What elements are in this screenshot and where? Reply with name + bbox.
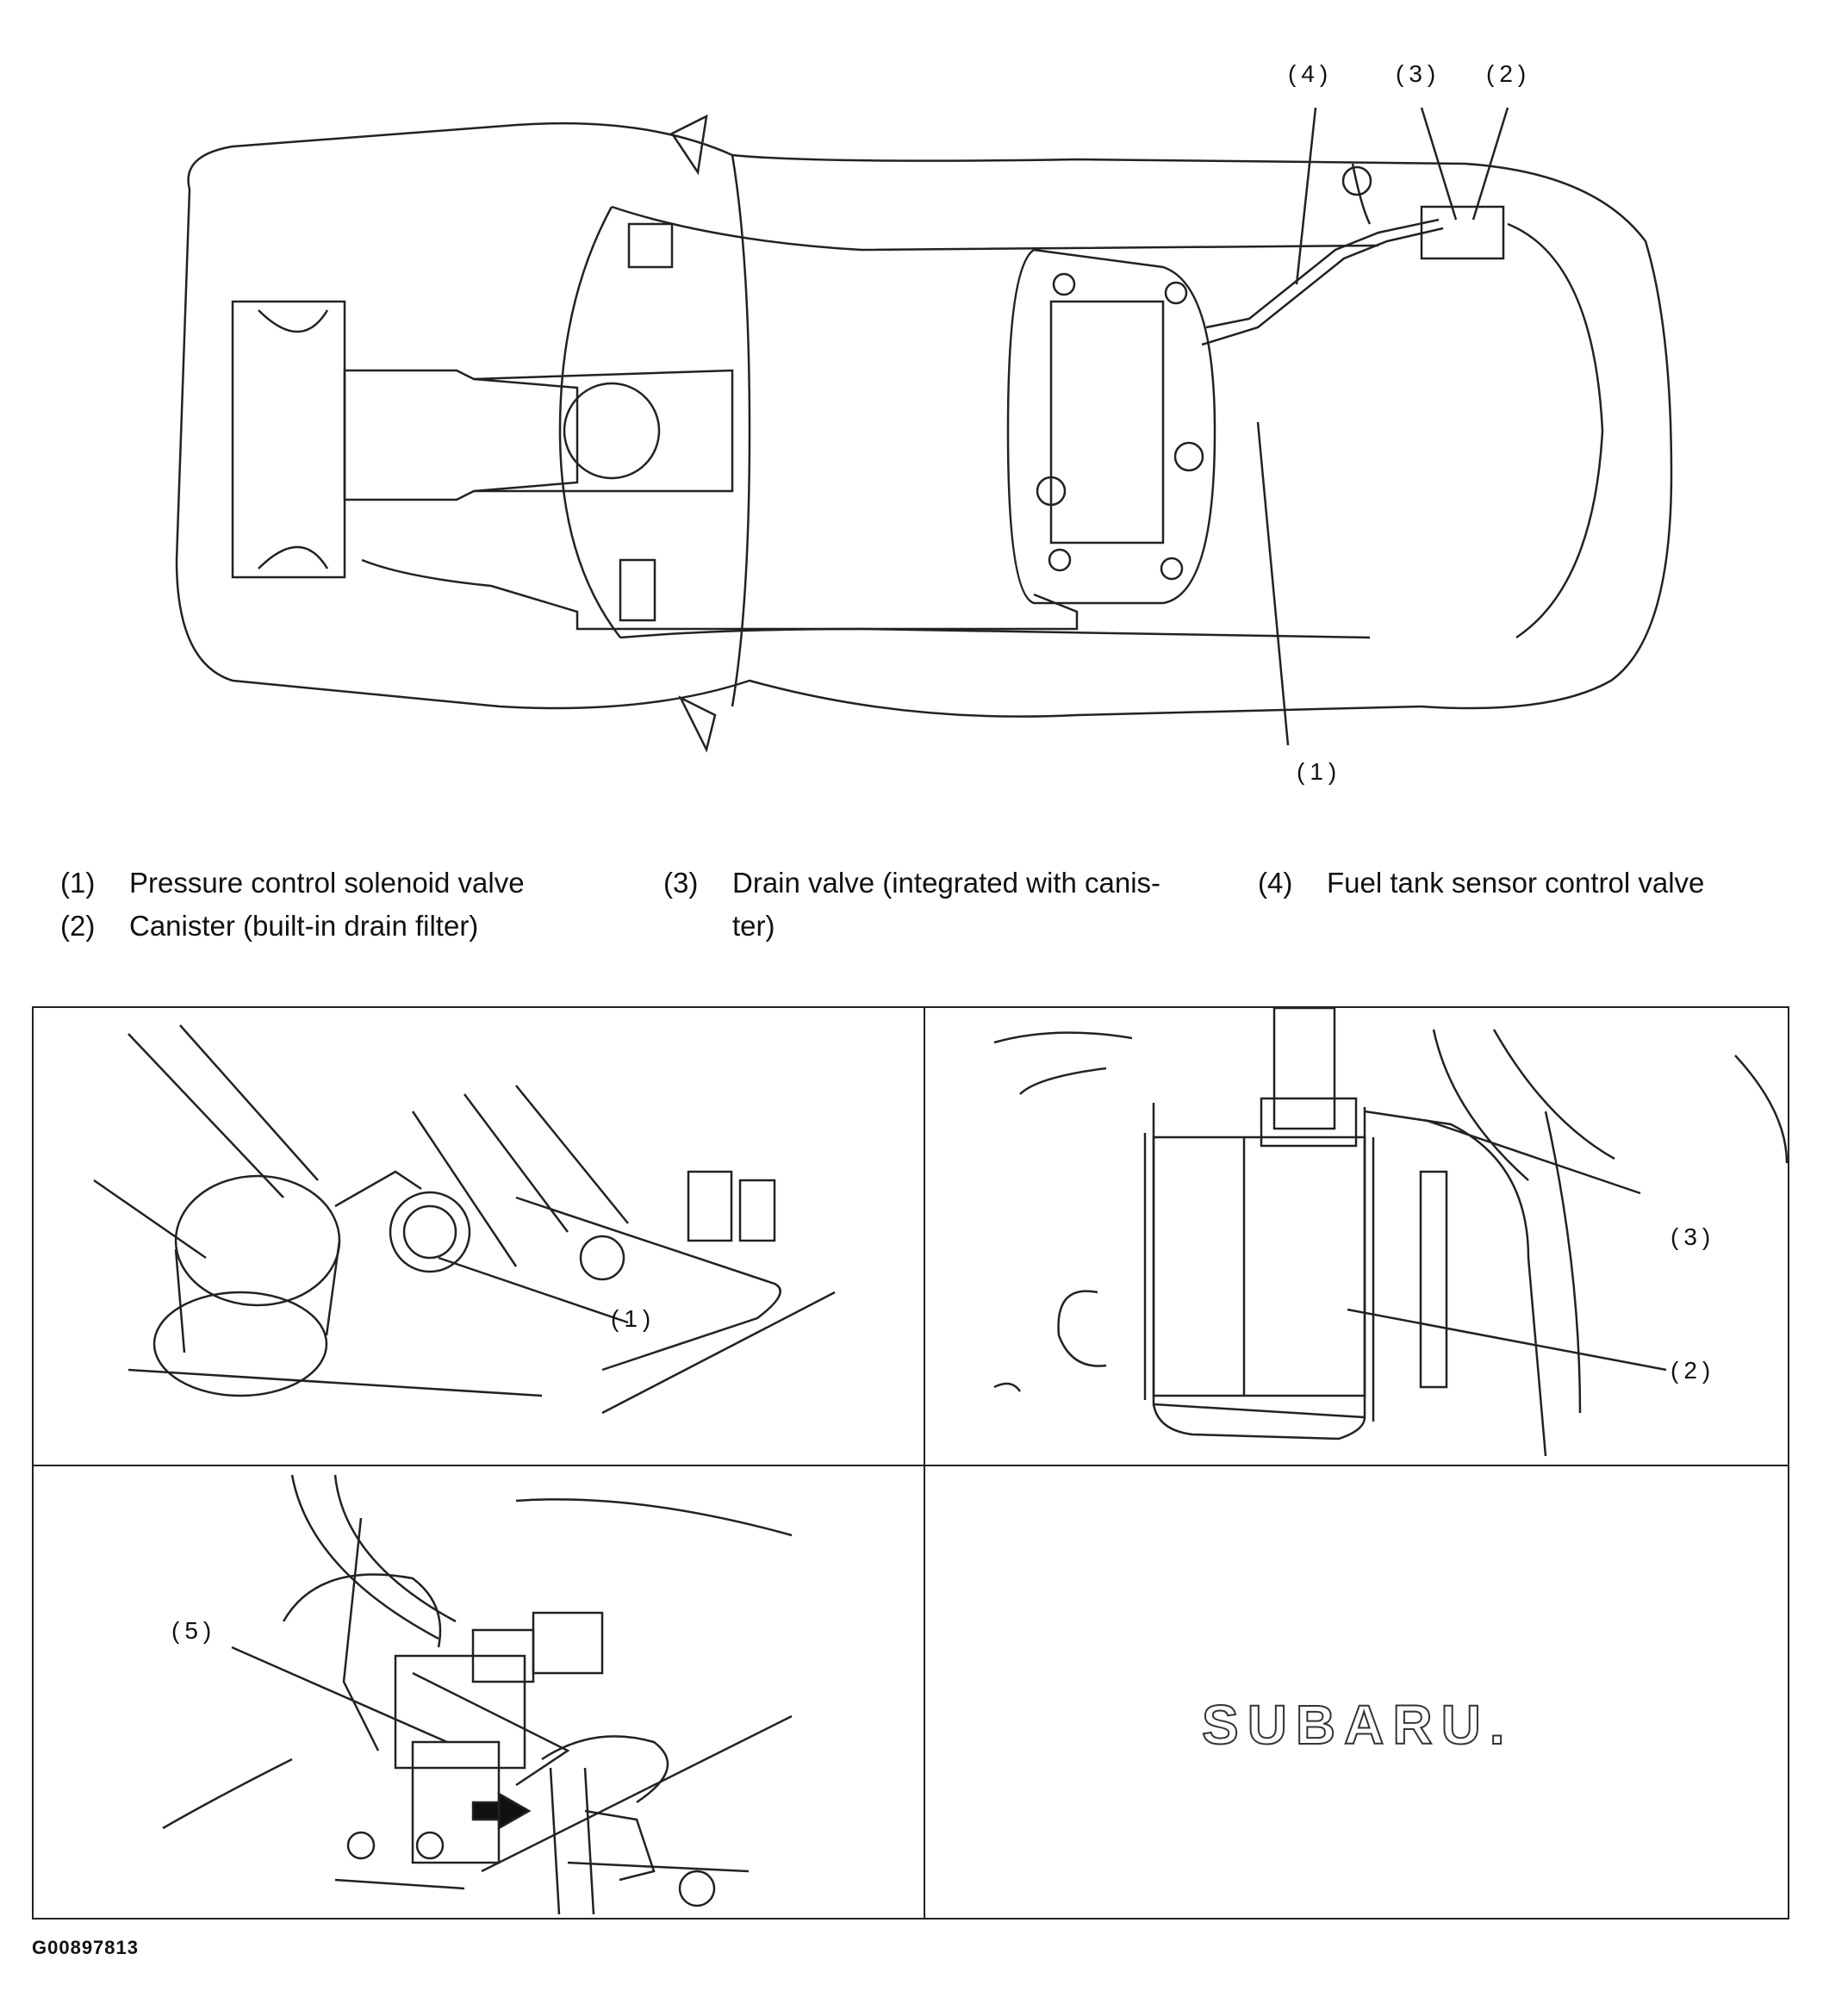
panel-fuel-tank-valve: (5) xyxy=(34,1466,924,1920)
legend: (1) Pressure control solenoid valve (2) … xyxy=(60,862,1783,956)
detail-grid: (1) (3) xyxy=(32,1006,1789,1920)
grid-divider-horizontal xyxy=(34,1465,1788,1466)
panel-solenoid-valve: (1) xyxy=(34,1008,924,1465)
legend-number: (3) xyxy=(663,867,699,899)
grid-divider-vertical xyxy=(924,1008,925,1918)
legend-text: Fuel tank sensor control valve xyxy=(1327,867,1705,899)
fuel-tank-valve-drawing xyxy=(162,1474,793,1915)
canister-drawing xyxy=(993,1008,1789,1457)
callout-4: (4) xyxy=(1288,60,1334,87)
callout-2: (2) xyxy=(1486,60,1532,87)
vehicle-overview-diagram: (4) (3) (2) (1) xyxy=(129,43,1766,818)
panel-canister: (3) (2) xyxy=(925,1008,1789,1465)
legend-text: Drain valve (integrated with canis- xyxy=(732,867,1161,899)
subaru-logo: SUBARU. xyxy=(1201,1693,1514,1757)
callout-1: (1) xyxy=(1297,758,1342,785)
legend-text: Pressure control solenoid valve xyxy=(129,867,525,899)
legend-number: (1) xyxy=(60,867,96,899)
panel-label-5: (5) xyxy=(171,1617,217,1644)
callout-3: (3) xyxy=(1396,60,1441,87)
solenoid-valve-drawing xyxy=(93,1024,836,1415)
legend-text: ter) xyxy=(732,910,775,942)
panel-label-2: (2) xyxy=(1671,1357,1716,1384)
vehicle-outline-drawing xyxy=(175,107,1673,753)
legend-number: (2) xyxy=(60,910,96,942)
legend-text: Canister (built-in drain filter) xyxy=(129,910,479,942)
panel-label-3: (3) xyxy=(1671,1223,1716,1250)
panel-label-1: (1) xyxy=(611,1305,656,1332)
legend-number: (4) xyxy=(1258,867,1293,899)
figure-id: G00897813 xyxy=(32,1937,139,1958)
